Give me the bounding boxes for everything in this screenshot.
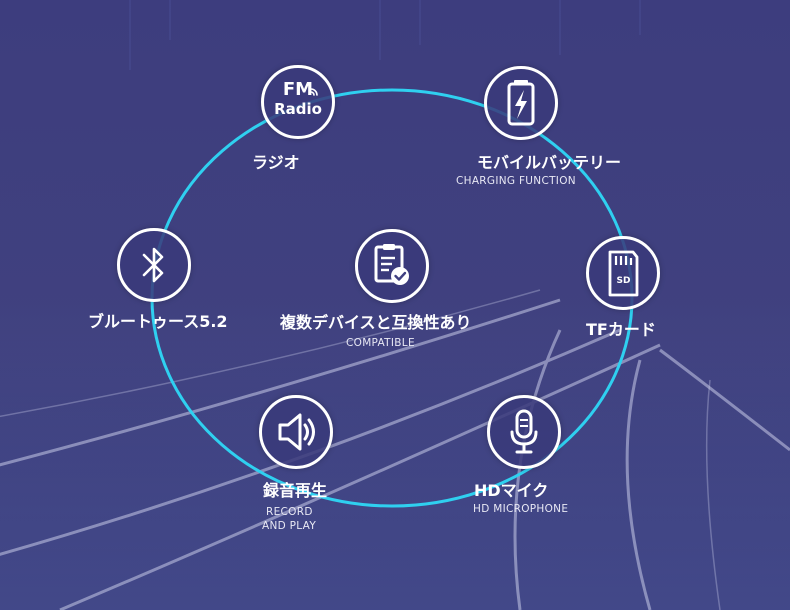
compatibility-sublabel: COMPATIBLE: [346, 337, 415, 349]
hd-mic-label: HDマイク: [474, 481, 549, 500]
tf-card-label: TFカード: [586, 320, 656, 339]
fm-radio-icon: FM Radio: [261, 65, 335, 139]
record-play-sublabel-line1: RECORD: [266, 506, 313, 518]
microphone-icon: [487, 395, 561, 469]
fm-radio-icon-text-fm: FM: [282, 79, 314, 100]
record-play-sublabel-line2: AND PLAY: [262, 520, 317, 532]
mobile-battery-sublabel: CHARGING FUNCTION: [456, 175, 576, 187]
bluetooth-label: ブルートゥース5.2: [88, 312, 228, 331]
fm-radio-icon-text-radio: Radio: [274, 100, 322, 118]
record-play-label: 録音再生: [263, 481, 328, 500]
mobile-battery-label: モバイルバッテリー: [477, 153, 622, 172]
battery-charging-icon: [484, 66, 558, 140]
signal-waves-icon: [310, 88, 318, 96]
compatibility-label: 複数デバイスと互換性あり: [280, 313, 472, 332]
hd-mic-sublabel: HD MICROPHONE: [473, 503, 569, 515]
bluetooth-icon: [117, 228, 191, 302]
clipboard-check-icon: [355, 229, 429, 303]
fm-radio-label: ラジオ: [252, 153, 300, 172]
sd-card-icon: SD: [586, 236, 660, 310]
sd-card-icon-text: SD: [617, 276, 631, 286]
speaker-icon: [259, 395, 333, 469]
